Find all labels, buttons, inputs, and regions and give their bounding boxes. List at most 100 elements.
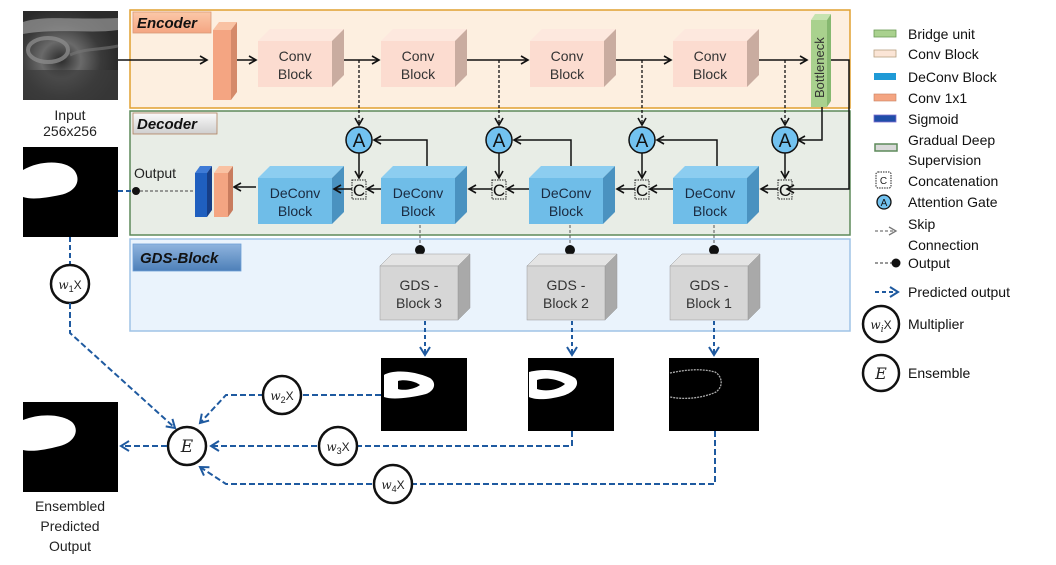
- deconv-block-4-label-2: Block: [693, 203, 728, 219]
- legend-label: Sigmoid: [908, 111, 959, 127]
- legend-concat-icon: C: [875, 171, 892, 189]
- ensembled-caption-1: Ensembled: [35, 498, 105, 514]
- gds-block-3-label-2: Block 3: [396, 295, 442, 311]
- svg-text:w3X: w3X: [326, 440, 349, 456]
- svg-text:Decoder: Decoder: [137, 116, 198, 133]
- legend-swatch-sigmoid: [873, 114, 897, 123]
- legend-swatch-bridge: [873, 29, 897, 38]
- concat-symbol: C: [493, 181, 505, 200]
- legend-swatch-gds: [874, 143, 898, 152]
- gds-block-3-label-1: GDS -: [400, 277, 439, 293]
- legend-label: Output: [908, 255, 950, 271]
- legend-label: Gradual Deep: [908, 132, 995, 148]
- decoder-output-mask: [23, 147, 118, 237]
- gds-block-2-label-1: GDS -: [547, 277, 586, 293]
- attention-gate-4: A: [771, 126, 799, 154]
- legend-label: DeConv Block: [908, 69, 998, 85]
- legend-multiplier-icon: wiX: [861, 304, 901, 344]
- svg-text:A: A: [881, 198, 888, 209]
- gds2-output-mask: [528, 358, 614, 431]
- legend-label: Skip: [908, 216, 935, 232]
- legend-label: Ensemble: [908, 365, 970, 381]
- attention-symbol: A: [353, 131, 366, 152]
- deconv-block-1-label-2: Block: [278, 203, 313, 219]
- conv-block-2-label-1: Conv: [402, 48, 435, 64]
- legend-label: Multiplier: [908, 316, 964, 332]
- legend-label: Attention Gate: [908, 194, 998, 210]
- legend-swatch-conv1x1: [873, 93, 897, 102]
- svg-text:GDS-Block: GDS-Block: [140, 250, 219, 267]
- bottleneck-label: Bottleneck: [812, 37, 827, 98]
- concat-node-1: C: [351, 179, 367, 200]
- ensembled-caption-2: Predicted: [40, 518, 99, 534]
- legend-label: Bridge unit: [908, 26, 975, 42]
- multiplier-w1: w1X: [49, 263, 91, 305]
- legend-label: Conv Block: [908, 46, 980, 62]
- attention-symbol: A: [779, 131, 792, 152]
- legend-output-icon: [875, 258, 901, 268]
- svg-text:w2X: w2X: [270, 389, 293, 405]
- svg-text:E: E: [180, 437, 194, 457]
- encoder-conv1x1: [213, 22, 237, 100]
- gds-title: GDS-Block: [132, 243, 242, 272]
- decoder-title: Decoder: [132, 112, 218, 135]
- conv-block-2-label-2: Block: [401, 66, 436, 82]
- gds1-output-mask: [669, 358, 759, 431]
- legend-swatch-conv-block: [873, 49, 897, 58]
- input-ultrasound-image: [23, 11, 119, 100]
- conv-block-3-label-1: Conv: [551, 48, 584, 64]
- deconv-block-2-label-2: Block: [401, 203, 436, 219]
- svg-text:w1X: w1X: [58, 278, 81, 294]
- legend-label: Supervision: [908, 152, 981, 168]
- conv-block-1-label-1: Conv: [279, 48, 312, 64]
- ensembled-output-mask: [23, 402, 118, 492]
- conv-block-3-label-2: Block: [550, 66, 585, 82]
- svg-text:Encoder: Encoder: [137, 15, 198, 32]
- encoder-title: Encoder: [132, 11, 212, 34]
- concat-node-2: C: [491, 179, 507, 200]
- deconv-block-3-label-1: DeConv: [541, 185, 592, 201]
- bottleneck: Bottleneck: [811, 14, 831, 107]
- conv-block-4-label-1: Conv: [694, 48, 727, 64]
- concat-symbol: C: [353, 181, 365, 200]
- conv-block-4-label-2: Block: [693, 66, 728, 82]
- gds-block-2: GDS -Block 2: [526, 253, 618, 321]
- input-caption-1: Input: [54, 107, 85, 123]
- legend-label: Predicted output: [908, 284, 1010, 300]
- output-tap-dot: [709, 245, 719, 255]
- concat-symbol: C: [779, 181, 791, 200]
- concat-symbol: C: [636, 181, 648, 200]
- attention-gate-3: A: [628, 126, 656, 154]
- ensemble-node: E: [166, 425, 208, 467]
- multiplier-w3: w3X: [317, 425, 359, 467]
- decoder-output-label: Output: [134, 165, 176, 181]
- multiplier-w4: w4X: [372, 463, 414, 505]
- ensembled-caption-3: Output: [49, 538, 91, 554]
- svg-text:C: C: [880, 176, 887, 187]
- legend-swatch-deconv-block: [874, 73, 896, 80]
- attention-gate-1: A: [345, 126, 373, 154]
- output-tap-dot: [415, 245, 425, 255]
- attention-symbol: A: [636, 131, 649, 152]
- output-tap-dot: [565, 245, 575, 255]
- deconv-block-3-label-2: Block: [549, 203, 584, 219]
- gds3-output-mask: [381, 358, 467, 431]
- concat-node-4: C: [777, 179, 793, 200]
- conv-block-1-label-2: Block: [278, 66, 313, 82]
- svg-text:wiX: wiX: [870, 318, 891, 335]
- svg-text:w4X: w4X: [381, 478, 404, 494]
- svg-text:E: E: [874, 364, 887, 383]
- multiplier-w2: w2X: [261, 374, 303, 416]
- legend: Bridge unit Conv Block DeConv Block Conv…: [861, 26, 1010, 393]
- decoder-conv1x1: [214, 166, 233, 217]
- sigmoid-layer: [195, 166, 212, 217]
